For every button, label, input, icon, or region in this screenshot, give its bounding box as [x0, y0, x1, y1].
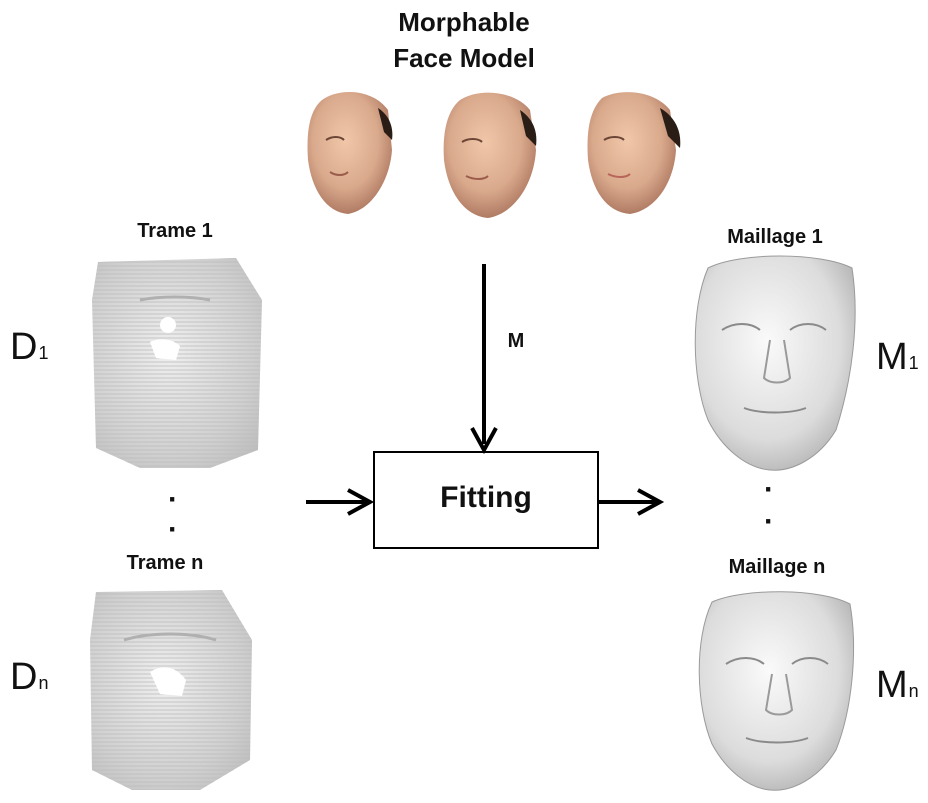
mesh-symbol-n: Mn [876, 664, 919, 707]
depth-symbol-n-main: D [10, 656, 37, 698]
depth-scan-n [90, 590, 252, 790]
mesh-last-label: Maillage n [702, 556, 852, 579]
mesh-symbol-1: M1 [876, 336, 919, 379]
mesh-face-n [699, 592, 853, 790]
output-ellipsis-dot-1: · [764, 480, 774, 500]
frame-last-label: Trame n [100, 552, 230, 575]
mesh-symbol-1-main: M [876, 336, 908, 378]
depth-symbol-1: D1 [10, 326, 48, 369]
depth-symbol-n-sub: n [38, 673, 48, 693]
depth-scan-1 [92, 258, 262, 468]
mesh-first-label: Maillage 1 [700, 226, 850, 249]
input-ellipsis-dot-2: · [168, 520, 178, 540]
model-face-2 [444, 93, 537, 218]
mesh-face-1 [695, 256, 855, 470]
output-ellipsis-dot-2: · [764, 512, 774, 532]
frame-first-label: Trame 1 [110, 220, 240, 243]
model-face-1 [308, 92, 393, 214]
mesh-symbol-1-sub: 1 [909, 353, 919, 373]
model-face-3 [588, 92, 681, 214]
mesh-symbol-n-main: M [876, 664, 908, 706]
model-param-label: M [504, 330, 528, 353]
fitting-label: Fitting [374, 478, 598, 518]
mesh-symbol-n-sub: n [909, 681, 919, 701]
input-ellipsis-dot-1: · [168, 490, 178, 510]
depth-symbol-1-main: D [10, 326, 37, 368]
depth-symbol-1-sub: 1 [38, 343, 48, 363]
depth-symbol-n: Dn [10, 656, 48, 699]
